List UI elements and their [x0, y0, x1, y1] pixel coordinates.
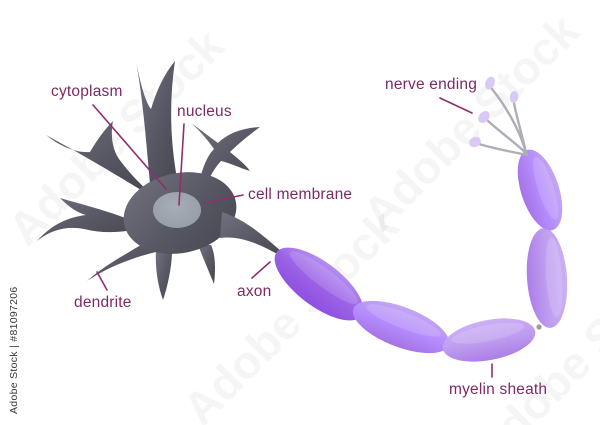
watermark-credit: Adobe Stock | #81097206 [8, 286, 20, 414]
label-dendrite: dendrite [74, 294, 132, 311]
label-cell-membrane: cell membrane [248, 186, 353, 203]
myelin-sheath-segments [274, 149, 568, 362]
leader-lines [92, 97, 493, 378]
label-axon: axon [237, 283, 272, 300]
soma-and-dendrites [37, 61, 286, 300]
axon-shape [220, 212, 286, 259]
label-nerve-ending: nerve ending [385, 76, 478, 93]
label-cytoplasm: cytoplasm [51, 83, 123, 100]
nerve-ending-leader-line [439, 97, 473, 114]
nucleus-leader-line [178, 123, 185, 206]
myelin-highlight [451, 322, 525, 344]
axon-leader-line [251, 261, 271, 279]
nerve-ending-stems [477, 87, 529, 157]
myelin-segment-3 [442, 318, 536, 362]
label-nucleus: nucleus [177, 103, 232, 120]
myelin-highlight [289, 251, 358, 304]
myelin-highlight [545, 237, 563, 318]
dendrite-top [136, 61, 178, 184]
cell-membrane-leader-line [203, 194, 244, 204]
myelin-segment-5 [517, 149, 563, 231]
myelin-segment-1 [274, 247, 364, 321]
dendrite-left [37, 198, 133, 241]
myelin-segment-2 [352, 300, 450, 354]
myelin-segment-4 [526, 228, 568, 328]
cytoplasm-leader-line [92, 104, 167, 190]
nerve-ending-terminals [469, 76, 529, 157]
myelin-highlight [532, 156, 559, 220]
dendrite-bottom-2 [198, 245, 215, 284]
dendrite-leader-line [96, 271, 108, 291]
dendrite-bottom-1 [155, 249, 172, 300]
label-myelin-sheath: myelin sheath [449, 381, 548, 398]
nerve-ending-bulbs [469, 76, 519, 148]
myelin-highlight [366, 304, 441, 337]
nucleus-shape [153, 192, 201, 228]
dendrite-upper-left [46, 121, 147, 193]
dendrite-lower-left [87, 237, 156, 281]
